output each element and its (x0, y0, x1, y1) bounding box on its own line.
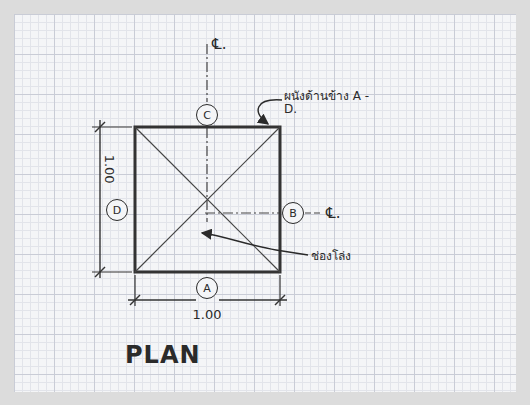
leader-line (258, 100, 282, 124)
grid-circle: B (282, 202, 304, 224)
grid-letter: A (203, 283, 211, 294)
extension-line (92, 271, 132, 272)
dimension-tick (95, 122, 105, 132)
dimension-line (99, 120, 100, 278)
grid-circle: C (196, 104, 218, 126)
dimension-tick (130, 295, 140, 305)
centerline (206, 128, 207, 222)
grid-letter: C (203, 110, 211, 121)
centerline (206, 44, 207, 102)
grid-circle: A (196, 277, 218, 299)
dimension-text: 1.00 (101, 155, 115, 184)
dimension-text: 1.00 (193, 308, 222, 322)
dimension-tick (275, 295, 285, 305)
dimension-line (219, 299, 287, 300)
grid-letter: B (289, 208, 297, 219)
opening-diagonal (135, 127, 280, 272)
dimension-line (128, 299, 196, 300)
grid-letter: D (113, 205, 121, 216)
opening-diagonal (135, 127, 280, 272)
drawing-title: PLAN (125, 342, 201, 368)
callout-note: ช่องโล่ง (311, 250, 351, 263)
callout-note: ผนังด้านข้าง A - D. (284, 90, 380, 116)
leader-line (202, 233, 308, 255)
centerline-mark: ℄. (326, 205, 340, 222)
extension-line (92, 126, 132, 127)
wall-square (135, 127, 280, 272)
dimension-tick (95, 267, 105, 277)
centerline (305, 212, 322, 213)
centerline-mark: ℄. (212, 36, 226, 53)
grid-circle: D (106, 199, 128, 221)
graph-paper (14, 14, 516, 392)
centerline (205, 212, 281, 213)
